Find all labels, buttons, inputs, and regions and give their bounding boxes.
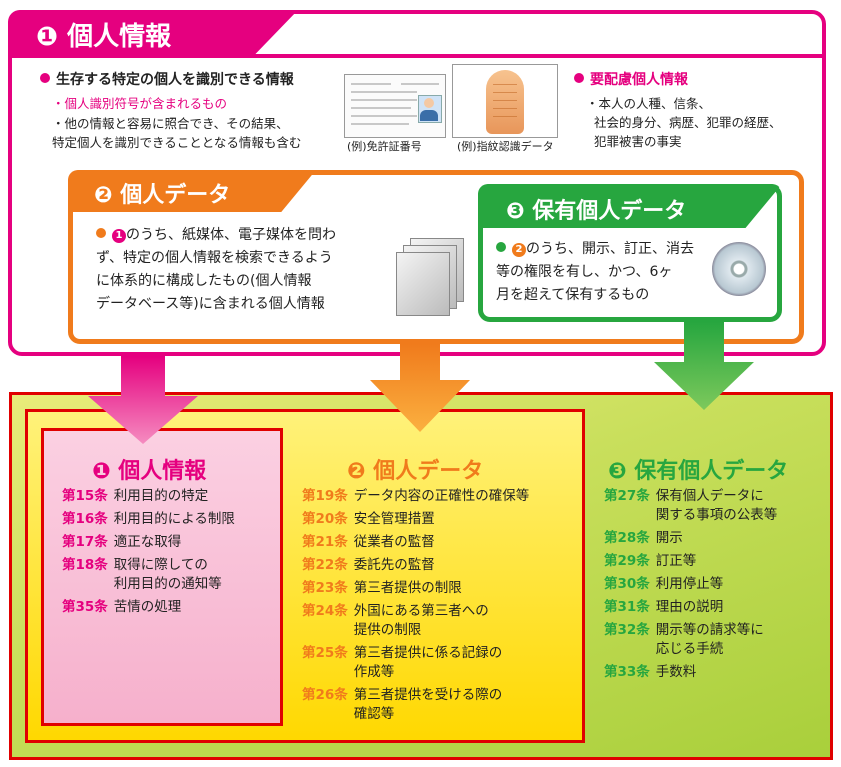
personal-info-header xyxy=(8,10,298,58)
definition-note: ・他の情報と容易に照合でき、その結果、 特定個人を識別できることとなる情報も含む xyxy=(52,116,302,150)
article-item: 第28条開示 xyxy=(604,529,683,548)
definition-heading: 生存する特定の個人を識別できる情報 xyxy=(40,69,294,89)
article-item: 第18条取得に際しての利用目的の通知等 xyxy=(62,556,222,594)
article-number: 第27条 xyxy=(604,488,650,504)
article-title: 安全管理措置 xyxy=(353,511,435,527)
bullet-icon xyxy=(496,242,506,252)
article-number: 第25条 xyxy=(302,645,348,661)
article-number: 第16条 xyxy=(62,511,108,527)
article-number: 第19条 xyxy=(302,488,348,504)
article-item: 第20条安全管理措置 xyxy=(302,510,435,529)
documents-icon xyxy=(396,238,464,316)
cd-disc-icon xyxy=(712,242,766,296)
article-title: 理由の説明 xyxy=(655,599,724,615)
article-number: 第30条 xyxy=(604,576,650,592)
personal-data-header xyxy=(68,170,316,212)
article-item: 第31条理由の説明 xyxy=(604,598,723,617)
retained-data-title: ❸ 保有個人データ xyxy=(506,199,687,224)
col-personal-info-title: ❶ 個人情報 xyxy=(92,459,207,484)
article-title: 訂正等 xyxy=(655,553,697,569)
article-item: 第26条第三者提供を受ける際の確認等 xyxy=(302,686,502,724)
article-item: 第32条開示等の請求等に応じる手続 xyxy=(604,621,764,659)
article-title: 利用目的による制限 xyxy=(113,511,235,527)
article-item: 第25条第三者提供に係る記録の作成等 xyxy=(302,644,502,682)
articles-personal-info-frame xyxy=(41,428,283,726)
article-title: 利用目的の特定 xyxy=(113,488,209,504)
bullet-icon xyxy=(574,73,584,83)
article-number: 第17条 xyxy=(62,534,108,550)
article-title: 苦情の処理 xyxy=(113,599,182,615)
article-title: 委託先の監督 xyxy=(353,557,435,573)
article-number: 第24条 xyxy=(302,603,348,619)
fingerprint-caption: (例)指紋認識データ xyxy=(457,140,554,153)
article-title: データ内容の正確性の確保等 xyxy=(353,488,530,504)
col-personal-data-title: ❷ 個人データ xyxy=(347,459,484,484)
article-title: 開示 xyxy=(655,530,683,546)
sensitive-info-text: ・本人の人種、信条、 社会的身分、病歴、犯罪の経歴、 犯罪被害の事実 xyxy=(586,96,782,149)
article-item: 第24条外国にある第三者への提供の制限 xyxy=(302,602,489,640)
article-item: 第35条苦情の処理 xyxy=(62,598,181,617)
article-number: 第23条 xyxy=(302,580,348,596)
article-number: 第21条 xyxy=(302,534,348,550)
article-title: 保有個人データに関する事項の公表等 xyxy=(655,488,778,523)
article-number: 第33条 xyxy=(604,664,650,680)
article-title: 取得に際しての利用目的の通知等 xyxy=(113,557,222,592)
article-item: 第29条訂正等 xyxy=(604,552,696,571)
article-item: 第19条データ内容の正確性の確保等 xyxy=(302,487,529,506)
personal-info-title: ❶ 個人情報 xyxy=(36,22,172,52)
article-item: 第30条利用停止等 xyxy=(604,575,723,594)
article-title: 従業者の監督 xyxy=(353,534,435,550)
article-number: 第26条 xyxy=(302,687,348,703)
article-item: 第21条従業者の監督 xyxy=(302,533,435,552)
article-title: 開示等の請求等に応じる手続 xyxy=(655,622,764,657)
article-number: 第28条 xyxy=(604,530,650,546)
article-title: 第三者提供に係る記録の作成等 xyxy=(353,645,503,680)
bullet-icon xyxy=(40,73,50,83)
license-caption: (例)免許証番号 xyxy=(347,140,422,153)
circle-number-icon: 1 xyxy=(112,229,126,243)
article-number: 第31条 xyxy=(604,599,650,615)
article-number: 第18条 xyxy=(62,557,108,573)
article-number: 第29条 xyxy=(604,553,650,569)
col-retained-data-title: ❸ 保有個人データ xyxy=(608,459,789,484)
article-item: 第16条利用目的による制限 xyxy=(62,510,235,529)
article-number: 第35条 xyxy=(62,599,108,615)
article-title: 手数料 xyxy=(655,664,697,680)
article-number: 第15条 xyxy=(62,488,108,504)
magenta-down-arrow xyxy=(88,356,198,444)
identifier-code-note: ・個人識別符号が含まれるもの xyxy=(52,96,228,111)
header-underline xyxy=(8,54,826,58)
article-title: 第三者提供の制限 xyxy=(353,580,462,596)
article-item: 第15条利用目的の特定 xyxy=(62,487,208,506)
article-item: 第27条保有個人データに関する事項の公表等 xyxy=(604,487,777,525)
article-title: 利用停止等 xyxy=(655,576,724,592)
article-item: 第22条委託先の監督 xyxy=(302,556,435,575)
sensitive-info-heading: 要配慮個人情報 xyxy=(574,69,688,89)
article-number: 第20条 xyxy=(302,511,348,527)
article-item: 第33条手数料 xyxy=(604,663,696,682)
circle-number-icon: 2 xyxy=(512,243,526,257)
article-number: 第32条 xyxy=(604,622,650,638)
orange-down-arrow xyxy=(370,344,470,432)
article-item: 第23条第三者提供の制限 xyxy=(302,579,462,598)
retained-data-header xyxy=(478,184,782,228)
green-down-arrow xyxy=(654,322,754,410)
article-title: 外国にある第三者への提供の制限 xyxy=(353,603,489,638)
article-number: 第22条 xyxy=(302,557,348,573)
article-title: 適正な取得 xyxy=(113,534,182,550)
article-title: 第三者提供を受ける際の確認等 xyxy=(353,687,503,722)
bullet-icon xyxy=(96,228,106,238)
fingerprint-icon xyxy=(486,70,524,134)
personal-data-title: ❷ 個人データ xyxy=(94,183,231,208)
article-item: 第17条適正な取得 xyxy=(62,533,181,552)
